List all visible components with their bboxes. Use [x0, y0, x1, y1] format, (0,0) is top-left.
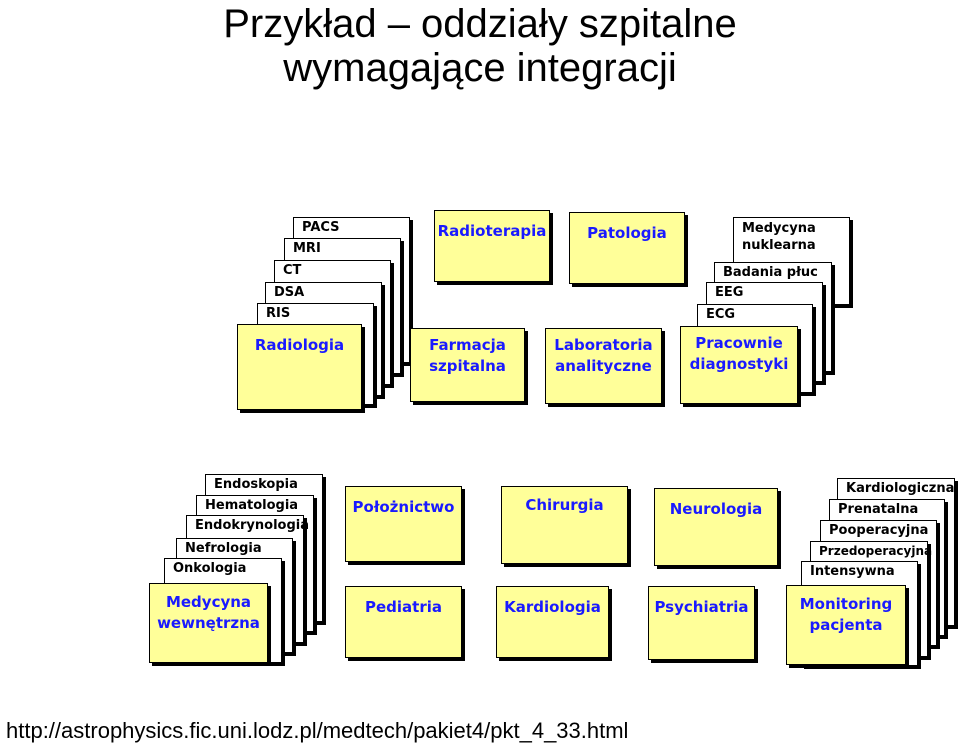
poloznictwo-box: Położnictwo	[345, 486, 462, 562]
medycyna-wewnetrzna-box: Medycyna wewnętrzna	[149, 583, 268, 663]
radiologia-box: Radiologia	[237, 324, 362, 410]
neurologia-box: Neurologia	[654, 488, 778, 566]
patologia-box: Patologia	[569, 212, 685, 284]
slide-title: Przykład – oddziały szpitalne wymagające…	[0, 2, 960, 90]
kardiologia-box: Kardiologia	[496, 586, 609, 658]
title-line-2: wymagające integracji	[283, 46, 677, 90]
farmacja-box: Farmacja szpitalna	[410, 328, 525, 402]
source-url: http://astrophysics.fic.uni.lodz.pl/medt…	[6, 718, 629, 743]
chirurgia-box: Chirurgia	[501, 486, 628, 564]
radioterapia-box: Radioterapia	[434, 210, 550, 282]
title-line-1: Przykład – oddziały szpitalne	[223, 2, 737, 46]
pracownie-box: Pracownie diagnostyki	[680, 326, 798, 404]
psychiatria-box: Psychiatria	[648, 586, 755, 660]
hospital-departments-diagram: PACS MRI CT DSA RIS Radiologia Radiotera…	[149, 208, 955, 668]
monitoring-pacjenta-box: Monitoring pacjenta	[786, 585, 906, 665]
pediatria-box: Pediatria	[345, 586, 462, 658]
laboratoria-box: Laboratoria analityczne	[545, 328, 662, 404]
